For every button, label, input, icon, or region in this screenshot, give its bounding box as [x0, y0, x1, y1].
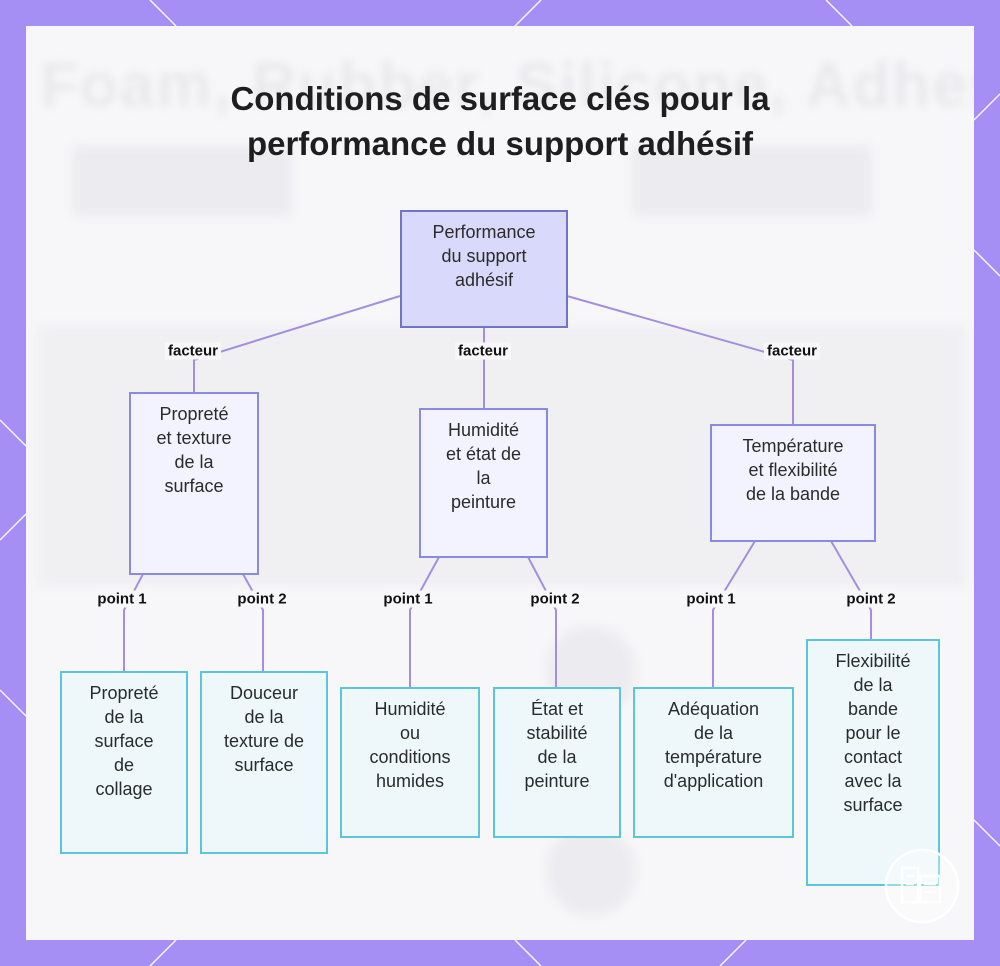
node-leaf-flexibilite-bande: Flexibilité de la bande pour le contact … — [806, 639, 940, 886]
node-text: Humidité — [374, 699, 446, 719]
edge-label-facteur: facteur — [763, 342, 821, 360]
node-text: de la — [537, 747, 577, 767]
node-text: ou — [399, 723, 421, 743]
edge-label-facteur: facteur — [454, 342, 512, 360]
node-category-humidite: Humidité et état de la peinture — [419, 408, 548, 558]
node-text: du support — [441, 246, 527, 266]
edge-label-point-1: point 1 — [94, 590, 150, 608]
edge-label-point-1: point 1 — [380, 590, 436, 608]
node-text: Humidité — [447, 420, 520, 440]
node-category-temperature: Température et flexibilité de la bande — [710, 424, 876, 542]
node-leaf-proprete-surface: Propreté de la surface de collage — [60, 671, 188, 854]
node-text: de la — [174, 452, 214, 472]
node-text: de la — [244, 707, 284, 727]
background-photo-shape — [72, 146, 292, 216]
node-text: adhésif — [454, 270, 514, 290]
node-text: Performance — [432, 222, 536, 242]
node-text: Température — [742, 436, 844, 456]
edge-root-cat3 — [566, 295, 794, 425]
node-text: d'application — [663, 771, 764, 791]
node-text: texture de — [223, 731, 305, 751]
node-text: État et — [530, 699, 584, 719]
node-category-proprete: Propreté et texture de la surface — [129, 392, 259, 575]
node-text: et texture — [156, 428, 232, 448]
node-text: surface — [843, 795, 903, 815]
edge-label-point-2: point 2 — [527, 590, 583, 608]
background-photo-shape — [546, 826, 636, 916]
node-leaf-humidite-conditions: Humidité ou conditions humides — [340, 687, 480, 838]
edge-label-point-2: point 2 — [843, 590, 899, 608]
node-leaf-etat-peinture: État et stabilité de la peinture — [493, 687, 621, 838]
node-text: Adéquation — [667, 699, 760, 719]
edge-label-facteur: facteur — [164, 342, 222, 360]
node-text: température — [664, 747, 763, 767]
node-text: surface — [234, 755, 294, 775]
node-text: collage — [95, 779, 153, 799]
node-text: de la — [104, 707, 144, 727]
node-text: et état de — [445, 444, 522, 464]
node-text: la — [476, 468, 491, 488]
node-text: peinture — [450, 492, 517, 512]
background-photo-text: Foam, Rubber, Silicone, Adhesive — [40, 51, 974, 120]
node-text: humides — [375, 771, 445, 791]
node-text: de — [113, 755, 134, 775]
node-leaf-douceur-texture: Douceur de la texture de surface — [200, 671, 328, 854]
node-text: Douceur — [229, 683, 299, 703]
node-text: surface — [164, 476, 224, 496]
node-text: de la — [693, 723, 734, 743]
node-text: avec la — [844, 771, 902, 791]
node-text: Propreté — [89, 683, 159, 703]
node-text: conditions — [369, 747, 451, 767]
node-text: de la bande — [745, 484, 841, 504]
node-text: peinture — [524, 771, 590, 791]
background-photo-shape — [632, 146, 872, 216]
edge-label-point-1: point 1 — [683, 590, 739, 608]
edge-cat2-leaf4 — [527, 556, 557, 688]
node-text: contact — [843, 747, 903, 767]
edge-cat1-leaf2 — [242, 573, 264, 672]
node-text: Propreté — [159, 404, 229, 424]
node-leaf-adequation-temperature: Adéquation de la température d'applicati… — [633, 687, 794, 838]
edge-cat2-leaf3 — [409, 556, 440, 688]
node-text: bande — [847, 699, 899, 719]
node-text: pour le — [845, 723, 901, 743]
edge-cat3-leaf5 — [712, 540, 756, 688]
building-logo-icon — [884, 848, 960, 924]
node-text: Flexibilité — [835, 651, 911, 671]
title-line-1: Conditions de surface clés pour la — [230, 80, 770, 117]
edge-cat3-leaf6 — [830, 540, 872, 640]
node-text: et flexibilité — [748, 460, 838, 480]
node-text: surface — [94, 731, 154, 751]
node-text: stabilité — [526, 723, 588, 743]
node-text: de la — [853, 675, 893, 695]
edge-label-point-2: point 2 — [234, 590, 290, 608]
node-root: Performance du support adhésif — [400, 210, 568, 328]
edge-cat1-leaf1 — [123, 573, 144, 672]
edge-root-cat1 — [193, 295, 401, 393]
title-line-2: performance du support adhésif — [246, 125, 754, 162]
page-title: Conditions de surface clés pour la perfo… — [0, 76, 1000, 166]
